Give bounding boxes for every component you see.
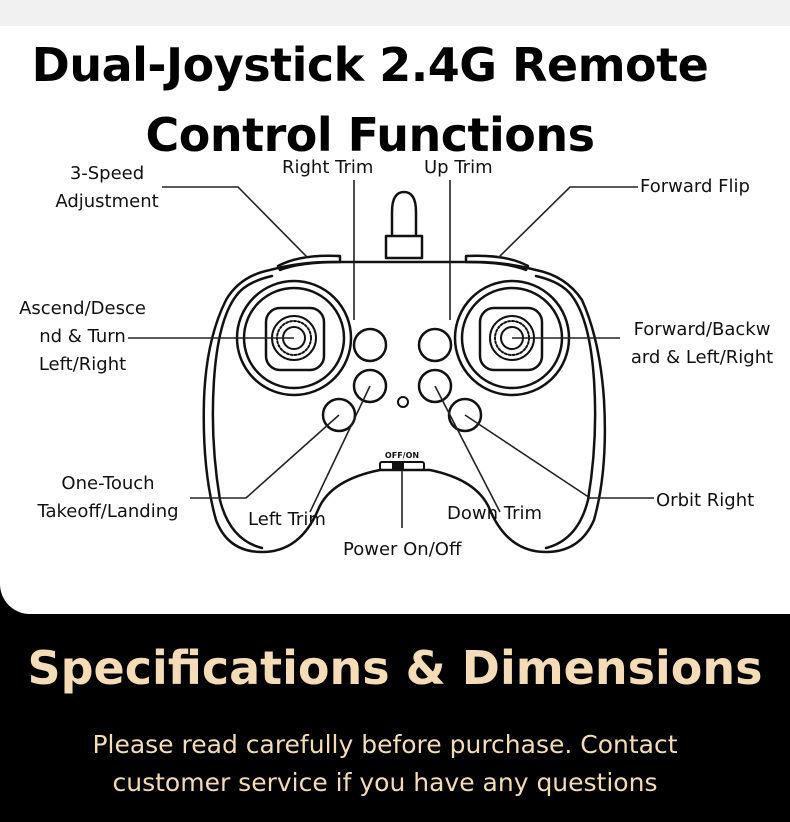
takeoff-landing-button xyxy=(321,397,357,433)
specifications-panel xyxy=(0,584,790,822)
right-trim-button xyxy=(352,327,388,363)
up-trim-label: Up Trim xyxy=(424,157,493,178)
function-panel xyxy=(0,26,790,616)
speed-adjustment-label: 3-Speed Adjustment xyxy=(55,163,159,212)
forward-flip-label: Forward Flip xyxy=(640,176,750,197)
left-trim-button xyxy=(352,368,388,404)
orbit-right-label: Orbit Right xyxy=(656,490,755,511)
title-line-1: Dual-Joystick 2.4G Remote xyxy=(31,38,709,92)
title-line-2: Control Functions xyxy=(145,108,595,162)
left-trim-label: Left Trim xyxy=(248,509,326,530)
up-trim-button xyxy=(417,327,453,363)
switch-text: OFF/ON xyxy=(385,451,419,460)
page-title: Dual-Joystick 2.4G Remote Control Functi… xyxy=(0,30,740,170)
controller-diagram: OFF/ON xyxy=(128,180,654,554)
antenna-icon xyxy=(390,190,418,236)
controller-body xyxy=(202,260,607,554)
down-trim-button xyxy=(417,368,453,404)
power-label: Power On/Off xyxy=(343,539,462,560)
down-trim-label: Down Trim xyxy=(447,503,543,524)
one-touch-label: One-Touch Takeoff/Landing xyxy=(37,473,179,522)
center-indicator xyxy=(397,396,409,408)
specifications-title: Specifications & Dimensions xyxy=(27,641,763,695)
ascend-descend-label: Ascend/Desce nd & Turn Left/Right xyxy=(19,298,146,375)
right-trim-label: Right Trim xyxy=(282,157,374,178)
orbit-right-button xyxy=(447,397,483,433)
specifications-note: Please read carefully before purchase. C… xyxy=(92,730,678,797)
forward-backward-label: Forward/Backw ard & Left/Right xyxy=(630,319,774,368)
